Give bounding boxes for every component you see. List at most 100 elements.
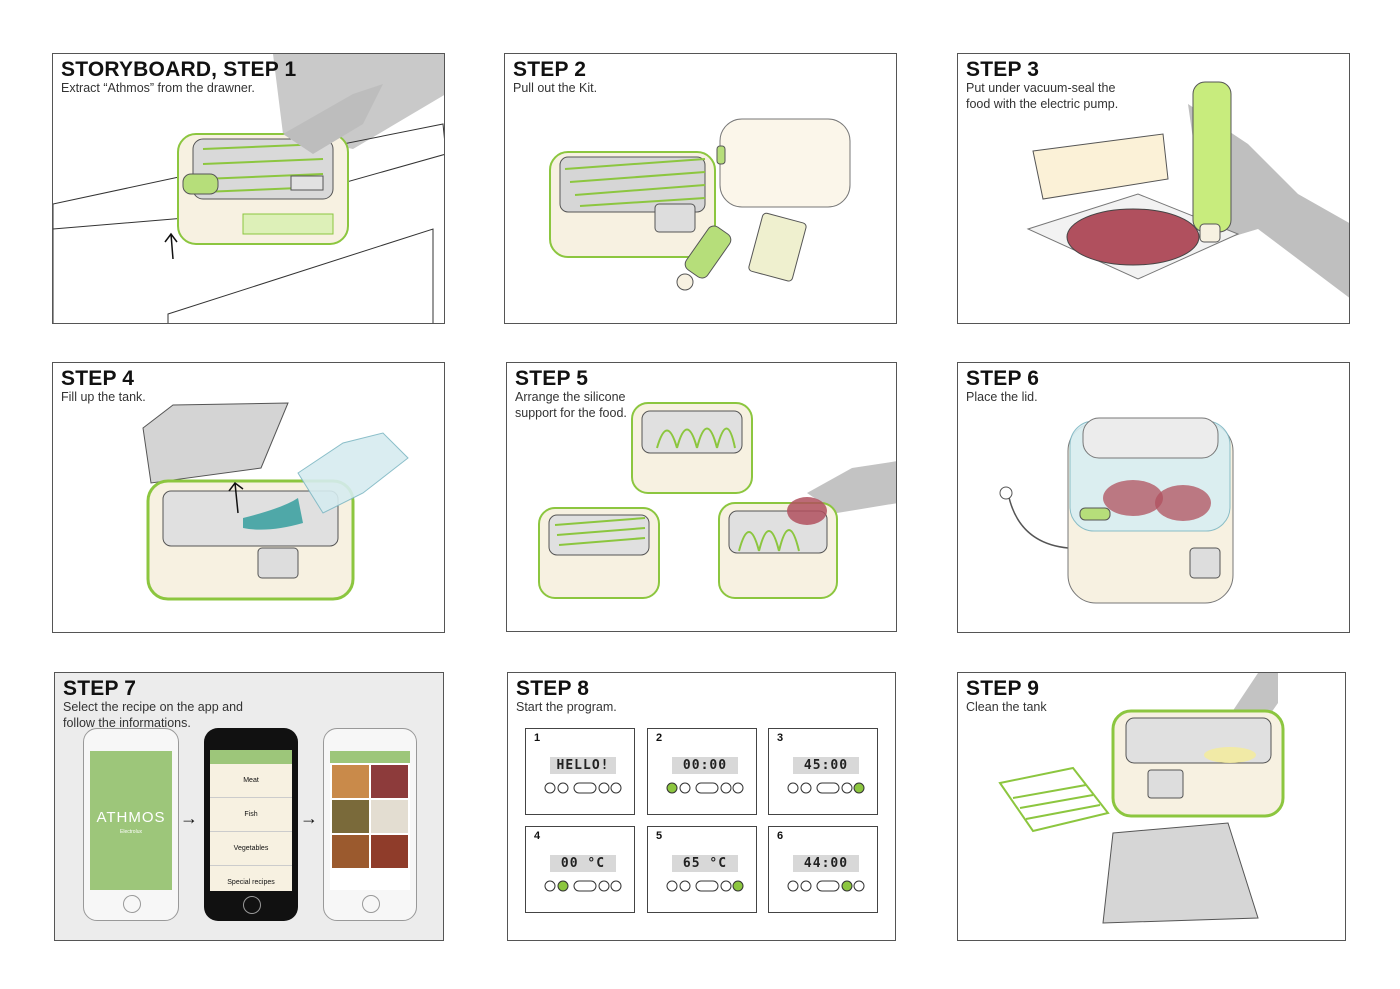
step-description: Clean the tank <box>966 699 1047 715</box>
step-title: STEP 7 <box>63 677 136 701</box>
storyboard-panel-5: STEP 5 Arrange the silicone support for … <box>506 362 897 632</box>
app-splash-screen[interactable]: ATHMOS Electrolux <box>90 751 172 890</box>
plus-button-icon[interactable] <box>599 783 609 793</box>
program-button-icon[interactable] <box>545 783 555 793</box>
plus-button-icon[interactable] <box>599 881 609 891</box>
plus-button-icon[interactable] <box>842 783 852 793</box>
minus-button-icon[interactable] <box>854 881 864 891</box>
phone-splash: ATHMOS Electrolux <box>83 728 179 921</box>
control-buttons[interactable] <box>787 879 867 893</box>
storyboard-panel-1: STORYBOARD, STEP 1 Extract “Athmos” from… <box>52 53 445 324</box>
recipe-thumbnail[interactable] <box>332 835 369 868</box>
menu-item-fish[interactable]: Fish <box>210 798 292 832</box>
step-description: Start the program. <box>516 699 617 715</box>
control-panel-state: 5 65 °C <box>647 826 757 913</box>
minus-button-icon[interactable] <box>733 881 743 891</box>
temperature-button-icon[interactable] <box>558 783 568 793</box>
program-button-icon[interactable] <box>788 881 798 891</box>
program-button-icon[interactable] <box>667 881 677 891</box>
step-title: STEP 6 <box>966 367 1039 391</box>
storyboard-panel-8: STEP 8 Start the program. 1HELLO! 2 00:00 3… <box>507 672 896 941</box>
lcd-display: 44:00 <box>793 855 859 872</box>
step-title: STEP 4 <box>61 367 134 391</box>
temperature-button-icon[interactable] <box>801 783 811 793</box>
storyboard-panel-4: STEP 4 Fill up the tank. <box>52 362 445 633</box>
plus-button-icon[interactable] <box>721 783 731 793</box>
step-title: STEP 8 <box>516 677 589 701</box>
control-panel-state: 1HELLO! <box>525 728 635 815</box>
step-description: Fill up the tank. <box>61 389 146 405</box>
state-number: 5 <box>656 830 662 842</box>
step-title: STORYBOARD, STEP 1 <box>61 58 296 82</box>
control-panel-state: 4 00 °C <box>525 826 635 913</box>
control-buttons[interactable] <box>666 781 746 795</box>
menu-item-meat[interactable]: Meat <box>210 764 292 798</box>
plus-button-icon[interactable] <box>721 881 731 891</box>
step-title: STEP 2 <box>513 58 586 82</box>
state-number: 4 <box>534 830 540 842</box>
step-description: Select the recipe on the app and follow … <box>63 699 243 731</box>
arrow-icon: → <box>180 808 198 829</box>
power-button-icon[interactable] <box>817 881 839 891</box>
power-button-icon[interactable] <box>817 783 839 793</box>
app-header-bar <box>210 750 292 764</box>
program-button-icon[interactable] <box>667 783 677 793</box>
plus-button-icon[interactable] <box>842 881 852 891</box>
power-button-icon[interactable] <box>574 881 596 891</box>
app-maker-label: Electrolux <box>90 829 172 835</box>
power-button-icon[interactable] <box>696 881 718 891</box>
program-button-icon[interactable] <box>545 881 555 891</box>
state-number: 3 <box>777 732 783 744</box>
step-description: Pull out the Kit. <box>513 80 597 96</box>
phone-recipes <box>323 728 417 921</box>
menu-item-vegetables[interactable]: Vegetables <box>210 832 292 866</box>
step-description: Place the lid. <box>966 389 1038 405</box>
lcd-display: 00:00 <box>672 757 738 774</box>
state-number: 1 <box>534 732 540 744</box>
home-button[interactable] <box>362 895 380 913</box>
temperature-button-icon[interactable] <box>801 881 811 891</box>
step-description: Arrange the silicone support for the foo… <box>515 389 627 421</box>
temperature-button-icon[interactable] <box>680 881 690 891</box>
power-button-icon[interactable] <box>696 783 718 793</box>
temperature-button-icon[interactable] <box>680 783 690 793</box>
storyboard-panel-9: STEP 9 Clean the tank <box>957 672 1346 941</box>
recipe-thumbnail[interactable] <box>371 800 408 833</box>
temperature-button-icon[interactable] <box>558 881 568 891</box>
minus-button-icon[interactable] <box>611 783 621 793</box>
lcd-display: HELLO! <box>550 757 616 774</box>
minus-button-icon[interactable] <box>854 783 864 793</box>
home-button[interactable] <box>243 896 261 914</box>
recipe-thumbnail[interactable] <box>332 765 369 798</box>
minus-button-icon[interactable] <box>733 783 743 793</box>
app-brand-logo: ATHMOS <box>90 809 172 826</box>
control-buttons[interactable] <box>544 879 624 893</box>
power-button-icon[interactable] <box>574 783 596 793</box>
arrow-icon: → <box>300 808 318 829</box>
recipe-thumbnail[interactable] <box>371 835 408 868</box>
state-number: 2 <box>656 732 662 744</box>
control-buttons[interactable] <box>544 781 624 795</box>
menu-item-special-recipes[interactable]: Special recipes <box>210 866 292 891</box>
app-menu-screen: Meat Fish Vegetables Special recipes <box>210 750 292 891</box>
lcd-display: 00 °C <box>550 855 616 872</box>
state-number: 6 <box>777 830 783 842</box>
program-button-icon[interactable] <box>788 783 798 793</box>
control-buttons[interactable] <box>787 781 867 795</box>
lcd-display: 65 °C <box>672 855 738 872</box>
app-header-bar <box>330 751 410 763</box>
step-title: STEP 5 <box>515 367 588 391</box>
control-buttons[interactable] <box>666 879 746 893</box>
storyboard-panel-3: STEP 3 Put under vacuum-seal the food wi… <box>957 53 1350 324</box>
step-title: STEP 3 <box>966 58 1039 82</box>
lcd-display: 45:00 <box>793 757 859 774</box>
recipe-thumbnail[interactable] <box>332 800 369 833</box>
phone-menu: Meat Fish Vegetables Special recipes <box>204 728 298 921</box>
recipe-thumbnail[interactable] <box>371 765 408 798</box>
step-description: Extract “Athmos” from the drawner. <box>61 80 255 96</box>
storyboard-panel-2: STEP 2 Pull out the Kit. <box>504 53 897 324</box>
minus-button-icon[interactable] <box>611 881 621 891</box>
step-title: STEP 9 <box>966 677 1039 701</box>
storyboard-panel-6: STEP 6 Place the lid. <box>957 362 1350 633</box>
home-button[interactable] <box>123 895 141 913</box>
